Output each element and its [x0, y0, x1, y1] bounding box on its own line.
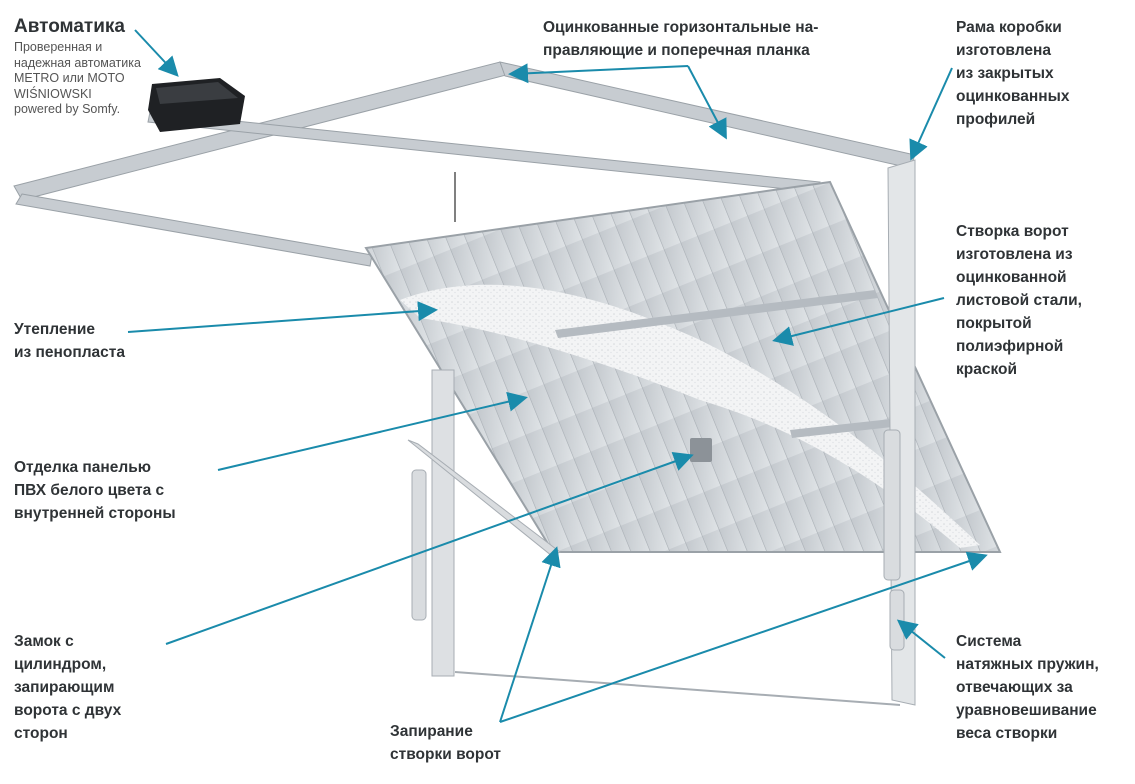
automation-description: Проверенная и надежная автоматика METRO …: [14, 40, 141, 116]
label-springs: Система натяжных пружин, отвечающих за у…: [956, 633, 1099, 742]
ceiling-frame: [13, 61, 916, 267]
spring-system: [407, 429, 905, 651]
foam-insulation: [400, 284, 980, 548]
label-locking: Запирание створки ворот: [390, 723, 501, 763]
motor-unit: [148, 78, 245, 132]
automation-title: Автоматика: [14, 16, 125, 37]
label-guides: Оцинкованные горизонтальные на- правляющ…: [543, 19, 819, 59]
label-insulation: Утепление из пенопласта: [14, 321, 126, 361]
label-frame: Рама коробки изготовлена из закрытых оци…: [956, 19, 1070, 128]
label-leaf: Створка ворот изготовлена из оцинкованно…: [956, 223, 1082, 378]
callout-lines: [127, 29, 988, 723]
label-lock: Замок с цилиндром, запирающим ворота с д…: [14, 633, 122, 742]
label-pvc-finish: Отделка панелью ПВХ белого цвета с внутр…: [14, 459, 176, 522]
lock-handle: [690, 438, 712, 462]
